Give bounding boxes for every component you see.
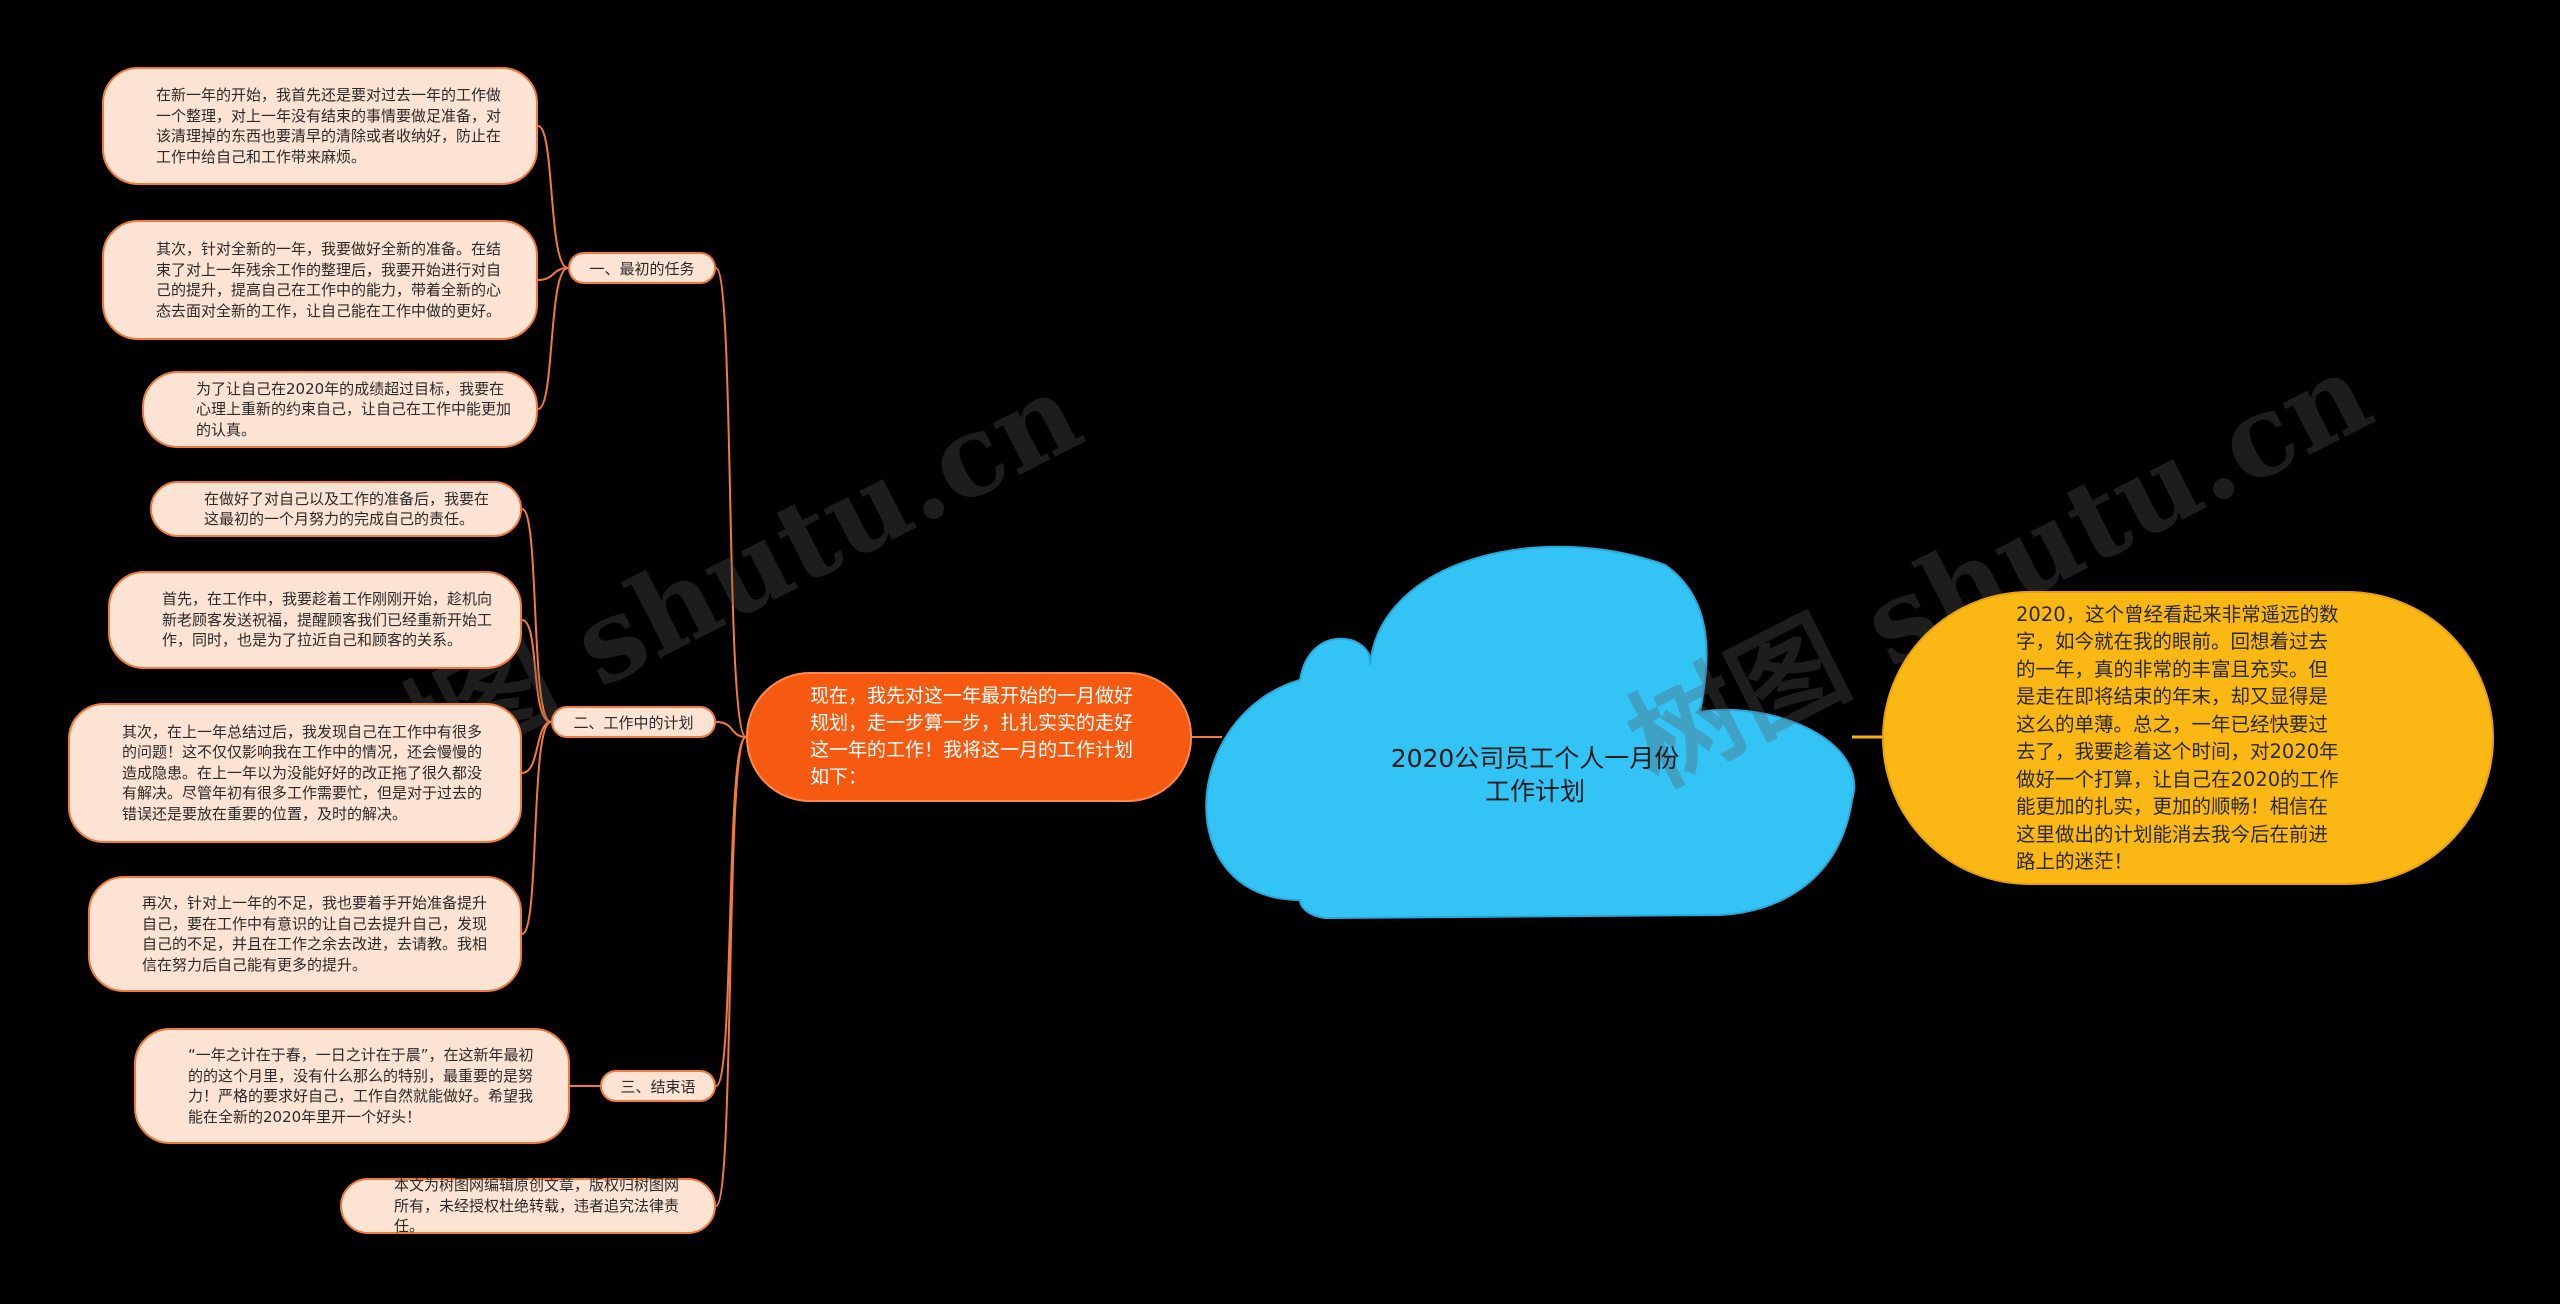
line-b2-leaf5 (521, 619, 552, 723)
branch-label: 一、最初的任务 (589, 259, 695, 278)
branch-initial-tasks[interactable]: 一、最初的任务 (568, 252, 716, 284)
leaf-node[interactable]: 为了让自己在2020年的成绩超过目标，我要在心理上重新的约束自己，让自己在工作中… (142, 371, 538, 448)
footer-note-text: 本文为树图网编辑原创文章，版权归树图网所有，未经授权杜绝转载，违者追究法律责任。 (394, 1176, 680, 1236)
line-b2-leaf7 (521, 721, 552, 935)
leaf-node[interactable]: 其次，针对全新的一年，我要做好全新的准备。在结束了对上一年残余工作的整理后，我要… (102, 220, 538, 340)
leaf-text: 在做好了对自己以及工作的准备后，我要在这最初的一个月努力的完成自己的责任。 (204, 489, 490, 529)
footer-note[interactable]: 本文为树图网编辑原创文章，版权归树图网所有，未经授权杜绝转载，违者追究法律责任。 (340, 1176, 716, 1236)
line-b2-leaf6 (521, 721, 552, 774)
center-cloud-shape (1205, 545, 1856, 920)
center-title-line1: 2020公司员工个人一月份 (1390, 744, 1680, 773)
leaf-text: 首先，在工作中，我要趁着工作刚刚开始，趁机向新老顾客发送祝福，提醒顾客我们已经重… (162, 590, 493, 650)
line-b1-leaf3 (537, 267, 569, 410)
leaf-node[interactable]: 再次，针对上一年的不足，我也要着手开始准备提升自己，要在工作中有意识的让自己去提… (88, 876, 522, 992)
leaf-node[interactable]: 首先，在工作中，我要趁着工作刚刚开始，趁机向新老顾客发送祝福，提醒顾客我们已经重… (108, 571, 522, 669)
leaf-text: 其次，在上一年总结过后，我发现自己在工作中有很多的问题！这不仅仅影响我在工作中的… (122, 722, 483, 823)
line-b1-leaf2 (537, 267, 569, 281)
intro-node-text: 2020，这个曾经看起来非常遥远的数字，如今就在我的眼前。回想着过去的一年，真的… (2016, 602, 2339, 874)
center-title-line2: 工作计划 (1484, 777, 1585, 806)
line-mid-branch2 (715, 721, 747, 738)
branch-closing[interactable]: 三、结束语 (600, 1070, 716, 1102)
line-mid-branch1 (715, 267, 747, 738)
intro-node[interactable]: 2020，这个曾经看起来非常遥远的数字，如今就在我的眼前。回想着过去的一年，真的… (1882, 591, 2494, 885)
center-title[interactable]: 2020公司员工个人一月份 工作计划 (1325, 742, 1745, 808)
leaf-node[interactable]: 在新一年的开始，我首先还是要对过去一年的工作做一个整理，对上一年没有结束的事情要… (102, 67, 538, 185)
leaf-text: “一年之计在于春，一日之计在于晨”，在这新年最初的的这个月里，没有什么那么的特别… (188, 1046, 534, 1126)
leaf-text: 为了让自己在2020年的成绩超过目标，我要在心理上重新的约束自己，让自己在工作中… (196, 379, 512, 439)
leaf-node[interactable]: 其次，在上一年总结过后，我发现自己在工作中有很多的问题！这不仅仅影响我在工作中的… (68, 703, 522, 843)
line-b1-leaf1 (537, 125, 569, 269)
leaf-node[interactable]: “一年之计在于春，一日之计在于晨”，在这新年最初的的这个月里，没有什么那么的特别… (134, 1028, 570, 1144)
branch-work-plan[interactable]: 二、工作中的计划 (551, 706, 716, 738)
line-b2-leaf4 (521, 508, 552, 723)
mid-node-text: 现在，我先对这一年最开始的一月做好规划，走一步算一步，扎扎实实的走好这一年的工作… (810, 685, 1134, 788)
branch-label: 二、工作中的计划 (573, 713, 694, 732)
leaf-text: 其次，针对全新的一年，我要做好全新的准备。在结束了对上一年残余工作的整理后，我要… (156, 240, 502, 320)
mid-node[interactable]: 现在，我先对这一年最开始的一月做好规划，走一步算一步，扎扎实实的走好这一年的工作… (746, 672, 1192, 802)
branch-label: 三、结束语 (620, 1077, 696, 1096)
leaf-text: 在新一年的开始，我首先还是要对过去一年的工作做一个整理，对上一年没有结束的事情要… (156, 86, 502, 166)
line-mid-footer (715, 736, 747, 1207)
leaf-node[interactable]: 在做好了对自己以及工作的准备后，我要在这最初的一个月努力的完成自己的责任。 (150, 481, 522, 537)
leaf-text: 再次，针对上一年的不足，我也要着手开始准备提升自己，要在工作中有意识的让自己去提… (142, 894, 488, 974)
